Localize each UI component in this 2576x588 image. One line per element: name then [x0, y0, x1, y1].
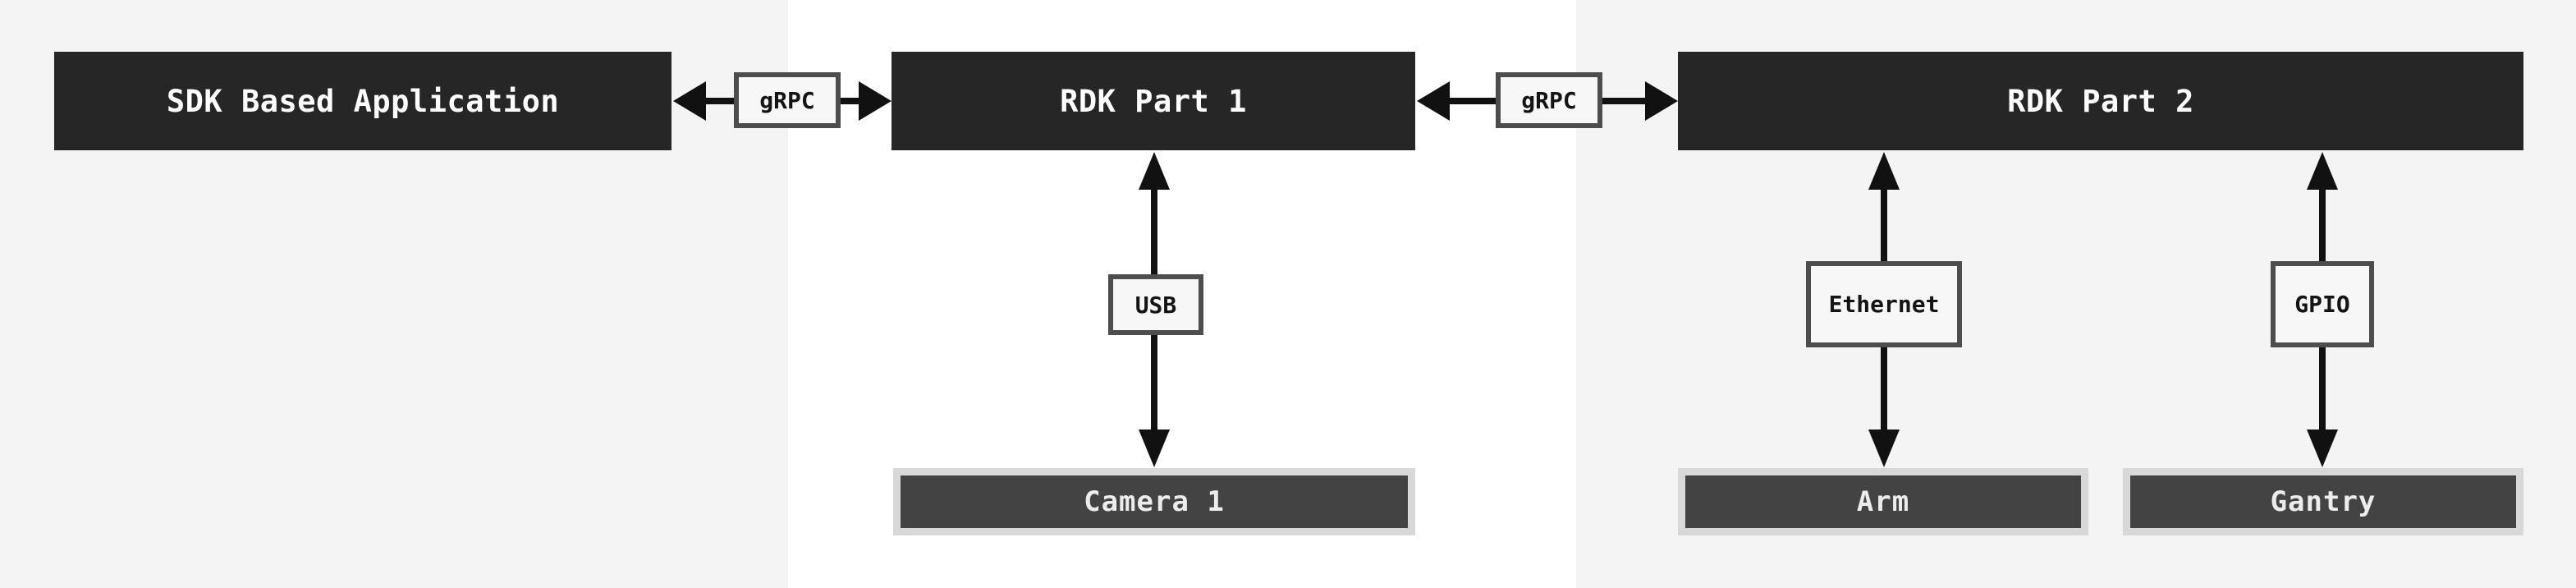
- arrowhead-down-icon: [2307, 430, 2338, 467]
- arrowhead-down-icon: [1868, 430, 1900, 467]
- node-arm: Arm: [1678, 468, 2088, 535]
- edge-label-ethernet: Ethernet: [1806, 261, 1962, 347]
- edge-label-text: GPIO: [2294, 291, 2350, 318]
- edge-label-grpc-1: gRPC: [734, 72, 841, 128]
- node-label: Arm: [1856, 485, 1910, 518]
- arrowhead-down-icon: [1139, 430, 1170, 467]
- edge-label-text: USB: [1134, 291, 1177, 319]
- edge-label-text: gRPC: [759, 86, 815, 114]
- node-rdk-part-2: RDK Part 2: [1678, 52, 2523, 150]
- node-label: Camera 1: [1084, 485, 1225, 518]
- edge-label-text: gRPC: [1521, 86, 1577, 114]
- edge-label-grpc-2: gRPC: [1496, 72, 1602, 128]
- node-camera-1: Camera 1: [893, 468, 1415, 535]
- arrowhead-right-icon: [859, 81, 892, 121]
- node-label: SDK Based Application: [166, 83, 560, 119]
- node-gantry: Gantry: [2123, 468, 2523, 535]
- arrowhead-right-icon: [1645, 81, 1678, 121]
- edge-label-gpio: GPIO: [2271, 261, 2374, 347]
- node-sdk-based-application: SDK Based Application: [54, 52, 672, 150]
- node-rdk-part-1: RDK Part 1: [892, 52, 1415, 150]
- node-label: Gantry: [2270, 485, 2377, 518]
- node-label: RDK Part 1: [1060, 83, 1247, 119]
- edge-label-text: Ethernet: [1828, 291, 1940, 318]
- node-label: RDK Part 2: [2007, 83, 2194, 119]
- edge-label-usb: USB: [1108, 274, 1203, 335]
